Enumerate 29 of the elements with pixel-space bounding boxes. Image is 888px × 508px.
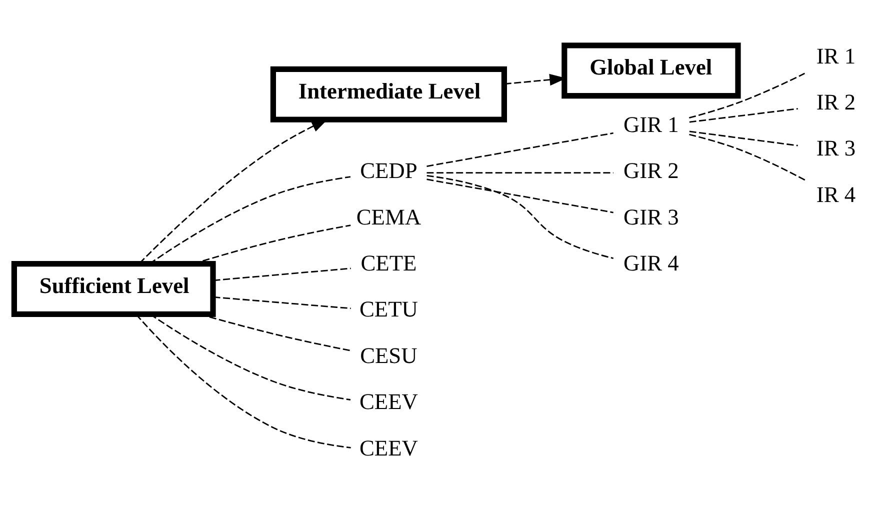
node-text: GIR 2 — [624, 158, 679, 184]
node-text: CESU — [360, 342, 418, 368]
node-text: CEEV — [359, 435, 418, 460]
node-text: IR 4 — [816, 182, 856, 207]
connector — [426, 178, 614, 214]
connector — [688, 72, 805, 118]
node-text: IR 1 — [816, 43, 856, 68]
connector — [426, 172, 614, 174]
connector — [213, 296, 351, 310]
connector — [213, 268, 351, 282]
node-text: CETE — [360, 250, 417, 276]
node-text: CEEV — [359, 389, 418, 414]
node-text: IR 2 — [816, 90, 856, 115]
connector — [426, 175, 614, 259]
connector — [689, 108, 798, 123]
connector — [689, 130, 798, 146]
connector — [136, 314, 351, 448]
node-text: IR 3 — [816, 136, 856, 161]
node-text: GIR 3 — [624, 204, 679, 230]
node-text: GIR 4 — [624, 250, 679, 276]
node-box: Sufficient Level — [11, 261, 216, 317]
node-box: Global Level — [562, 42, 741, 99]
node-text: CETU — [359, 296, 418, 322]
connector — [689, 134, 808, 182]
node-text: CEMA — [356, 204, 422, 230]
node-text: GIR 1 — [624, 112, 679, 137]
node-text: CEDP — [360, 158, 418, 184]
connector — [426, 132, 614, 167]
node-box: Intermediate Level — [270, 66, 507, 122]
